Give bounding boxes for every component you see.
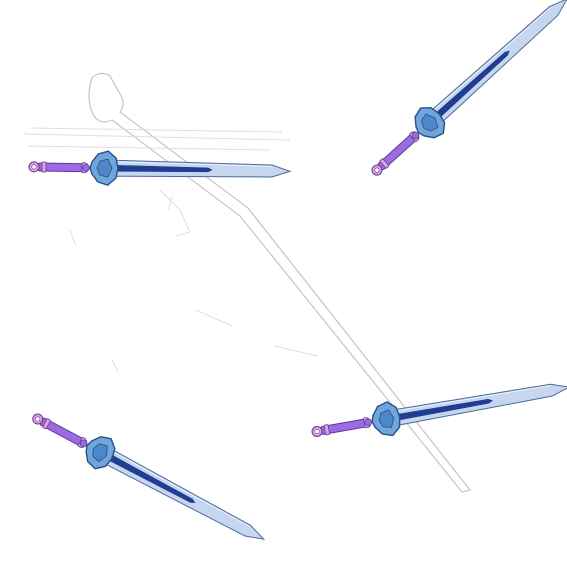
sword-top-right-icon — [361, 0, 567, 187]
sword-bottom-right-icon — [308, 369, 567, 450]
sword-bottom-left-icon — [24, 400, 273, 555]
sketch-outline-large — [23, 72, 472, 493]
